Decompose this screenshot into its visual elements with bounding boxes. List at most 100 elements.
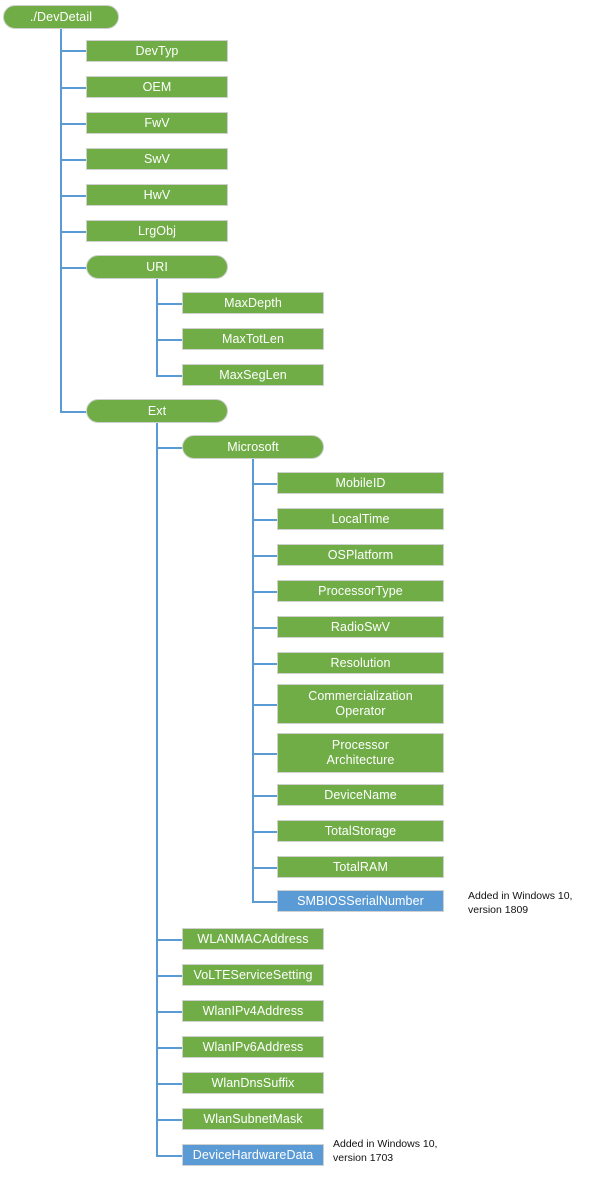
node-fwv[interactable]: FwV: [86, 112, 228, 134]
node-label: TotalStorage: [324, 823, 397, 838]
node-label: Processor Architecture: [326, 738, 395, 767]
node-oem[interactable]: OEM: [86, 76, 228, 98]
node-totalstorage[interactable]: TotalStorage: [277, 820, 444, 842]
connector-ext-to-wlanipv6address: [156, 1047, 182, 1049]
node-maxdepth[interactable]: MaxDepth: [182, 292, 324, 314]
connector-microsoft-to-smbiosserialnumber: [252, 901, 277, 903]
node-label: RadioSwV: [330, 619, 391, 634]
node-label: SMBIOSSerialNumber: [297, 893, 424, 908]
node-label: OSPlatform: [327, 547, 394, 562]
node-label: HwV: [143, 187, 171, 202]
connector-root-to-devtyp: [60, 50, 86, 52]
node-label: MobileID: [335, 475, 386, 490]
node-wlanmacaddress[interactable]: WLANMACAddress: [182, 928, 324, 950]
node-label: VoLTEServiceSetting: [193, 967, 313, 982]
connector-root-to-uri: [60, 267, 86, 269]
node-voltservicesetting[interactable]: VoLTEServiceSetting: [182, 964, 324, 986]
connector-root-to-lrgobj: [60, 231, 86, 233]
note-smbiosserialnumber: Added in Windows 10, version 1809: [468, 890, 573, 916]
node-microsoft[interactable]: Microsoft: [182, 435, 324, 459]
connector-ext-to-microsoft: [156, 447, 182, 449]
node-ext[interactable]: Ext: [86, 399, 228, 423]
connector-microsoft-to-radioswv: [252, 627, 277, 629]
node-processorarchitecture[interactable]: Processor Architecture: [277, 733, 444, 773]
connector-ext-to-wlanmacaddress: [156, 939, 182, 941]
connector-microsoft-to-processortype: [252, 591, 277, 593]
node-wlansubnetmask[interactable]: WlanSubnetMask: [182, 1108, 324, 1130]
node-totalram[interactable]: TotalRAM: [277, 856, 444, 878]
node-label: WlanDnsSuffix: [211, 1075, 295, 1090]
connector-ext-to-wlandnssuffix: [156, 1083, 182, 1085]
node-mobileid[interactable]: MobileID: [277, 472, 444, 494]
node-osplatform[interactable]: OSPlatform: [277, 544, 444, 566]
node-root-devdetail[interactable]: ./DevDetail: [3, 5, 119, 29]
connector-microsoft-to-osplatform: [252, 555, 277, 557]
node-swv[interactable]: SwV: [86, 148, 228, 170]
node-radioswv[interactable]: RadioSwV: [277, 616, 444, 638]
connector-microsoft-to-devicename: [252, 795, 277, 797]
node-wlanipv6address[interactable]: WlanIPv6Address: [182, 1036, 324, 1058]
connector-uri-to-maxtotlen: [156, 339, 182, 341]
node-uri[interactable]: URI: [86, 255, 228, 279]
node-label: WlanIPv4Address: [202, 1003, 304, 1018]
node-wlanipv4address[interactable]: WlanIPv4Address: [182, 1000, 324, 1022]
node-devicehardwaredata[interactable]: DeviceHardwareData: [182, 1144, 324, 1166]
connector-root-to-oem: [60, 87, 86, 89]
node-label: ProcessorType: [318, 583, 403, 598]
node-smbiosserialnumber[interactable]: SMBIOSSerialNumber: [277, 890, 444, 912]
node-label: DeviceName: [324, 787, 397, 802]
node-hwv[interactable]: HwV: [86, 184, 228, 206]
connector-uri-to-maxseglen: [156, 375, 182, 377]
node-label: TotalRAM: [333, 859, 388, 874]
connector-uri-to-maxdepth: [156, 303, 182, 305]
node-label: Resolution: [330, 655, 391, 670]
note-devicehardwaredata: Added in Windows 10, version 1703: [333, 1138, 438, 1164]
node-resolution[interactable]: Resolution: [277, 652, 444, 674]
node-maxseglen[interactable]: MaxSegLen: [182, 364, 324, 386]
node-label: Ext: [147, 403, 167, 418]
node-commercializationoperator[interactable]: Commercialization Operator: [277, 684, 444, 724]
node-devtyp[interactable]: DevTyp: [86, 40, 228, 62]
connector-root-to-swv: [60, 159, 86, 161]
node-label: MaxSegLen: [219, 367, 287, 382]
node-label: URI: [146, 259, 168, 274]
node-label: MaxTotLen: [221, 331, 285, 346]
node-label: WlanSubnetMask: [203, 1111, 303, 1126]
connector-microsoft-to-processorarchitecture: [252, 753, 277, 755]
node-label: DeviceHardwareData: [192, 1147, 314, 1162]
node-label: FwV: [144, 115, 170, 130]
node-label: MaxDepth: [224, 295, 282, 310]
connector-uri-spine: [156, 279, 158, 376]
connector-root-to-ext: [60, 411, 86, 413]
connector-ext-spine: [156, 423, 158, 1155]
node-devicename[interactable]: DeviceName: [277, 784, 444, 806]
node-wlandnssuffix[interactable]: WlanDnsSuffix: [182, 1072, 324, 1094]
node-label: DevTyp: [135, 43, 179, 58]
connector-microsoft-to-localtime: [252, 519, 277, 521]
connector-root-to-hwv: [60, 195, 86, 197]
node-label: OEM: [142, 79, 172, 94]
node-label: LrgObj: [137, 223, 177, 238]
connector-microsoft-to-totalstorage: [252, 831, 277, 833]
node-maxtotlen[interactable]: MaxTotLen: [182, 328, 324, 350]
connector-microsoft-to-resolution: [252, 663, 277, 665]
node-label: WlanIPv6Address: [202, 1039, 304, 1054]
connector-microsoft-to-commercializationoperator: [252, 704, 277, 706]
connector-microsoft-spine: [252, 459, 254, 901]
node-lrgobj[interactable]: LrgObj: [86, 220, 228, 242]
node-processortype[interactable]: ProcessorType: [277, 580, 444, 602]
node-label: Commercialization Operator: [308, 689, 413, 718]
connector-ext-to-wlanipv4address: [156, 1011, 182, 1013]
connector-ext-to-wlansubnetmask: [156, 1119, 182, 1121]
node-label: Microsoft: [227, 439, 279, 454]
node-localtime[interactable]: LocalTime: [277, 508, 444, 530]
node-label: WLANMACAddress: [197, 931, 309, 946]
connector-microsoft-to-totalram: [252, 867, 277, 869]
connector-microsoft-to-mobileid: [252, 483, 277, 485]
node-label: SwV: [143, 151, 170, 166]
node-label: LocalTime: [331, 511, 390, 526]
connector-ext-to-devicehardwaredata: [156, 1155, 182, 1157]
connector-ext-to-voltiesetting: [156, 975, 182, 977]
connector-root-to-fwv: [60, 123, 86, 125]
